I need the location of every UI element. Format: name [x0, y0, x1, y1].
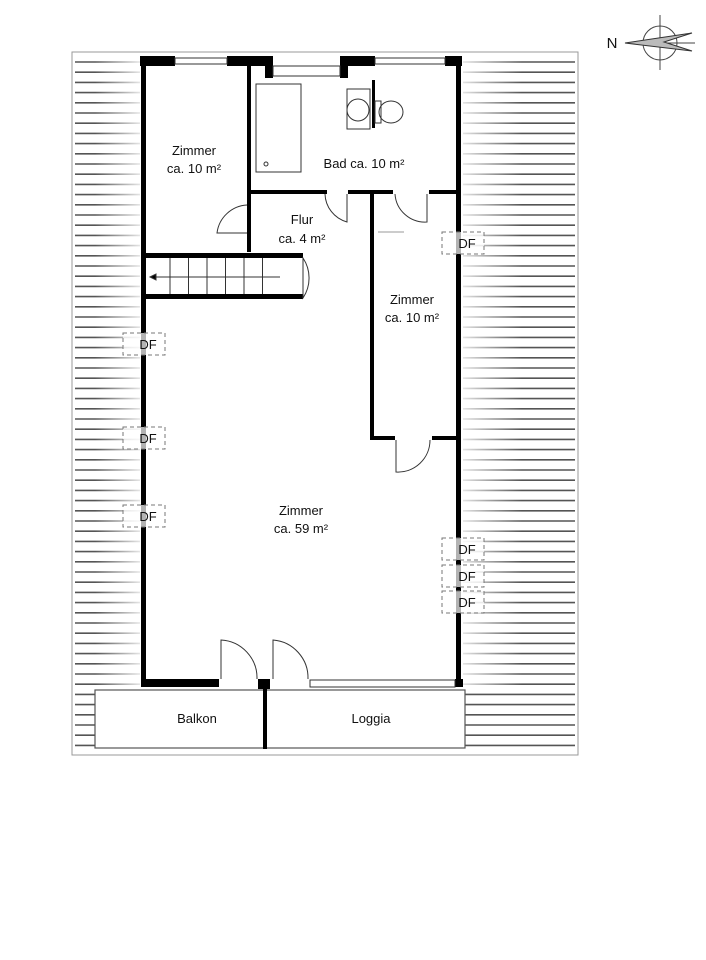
room-name: Loggia — [351, 711, 391, 726]
doors — [216, 193, 431, 680]
skylight-box — [441, 590, 485, 614]
skylight-label: DF — [458, 236, 475, 251]
skylight-box — [441, 564, 485, 588]
room-name: Zimmer — [172, 143, 217, 158]
room-name: Flur — [291, 212, 314, 227]
staircase — [148, 258, 280, 294]
bathtub — [255, 83, 302, 173]
skylight-label: DF — [458, 569, 475, 584]
skylight-box — [122, 426, 166, 450]
sink — [346, 88, 371, 130]
room-name: Balkon — [177, 711, 217, 726]
roof-shade-left — [95, 60, 140, 685]
toilet — [374, 100, 404, 124]
room-name: Bad ca. 10 m² — [324, 156, 406, 171]
skylight-label: DF — [139, 431, 156, 446]
skylight-label: DF — [139, 337, 156, 352]
roof-outline — [71, 51, 579, 756]
room-name: Zimmer — [390, 292, 435, 307]
room-name: Zimmer — [279, 503, 324, 518]
skylight-box — [122, 504, 166, 528]
north-label: N — [607, 35, 618, 52]
balcony-area — [94, 689, 466, 749]
skylight-label: DF — [139, 509, 156, 524]
room-area: ca. 4 m² — [279, 231, 327, 246]
skylight-label: DF — [458, 595, 475, 610]
compass-icon: N — [607, 15, 695, 70]
skylight-box — [122, 332, 166, 356]
skylight-box — [441, 537, 485, 561]
skylight-label: DF — [458, 542, 475, 557]
skylights: DF DF DF DF DF DF DF — [122, 231, 485, 614]
room-area: ca. 10 m² — [385, 310, 440, 325]
walls — [140, 56, 463, 749]
room-area: ca. 10 m² — [167, 161, 222, 176]
room-area: ca. 59 m² — [274, 521, 329, 536]
skylight-box — [441, 231, 485, 255]
